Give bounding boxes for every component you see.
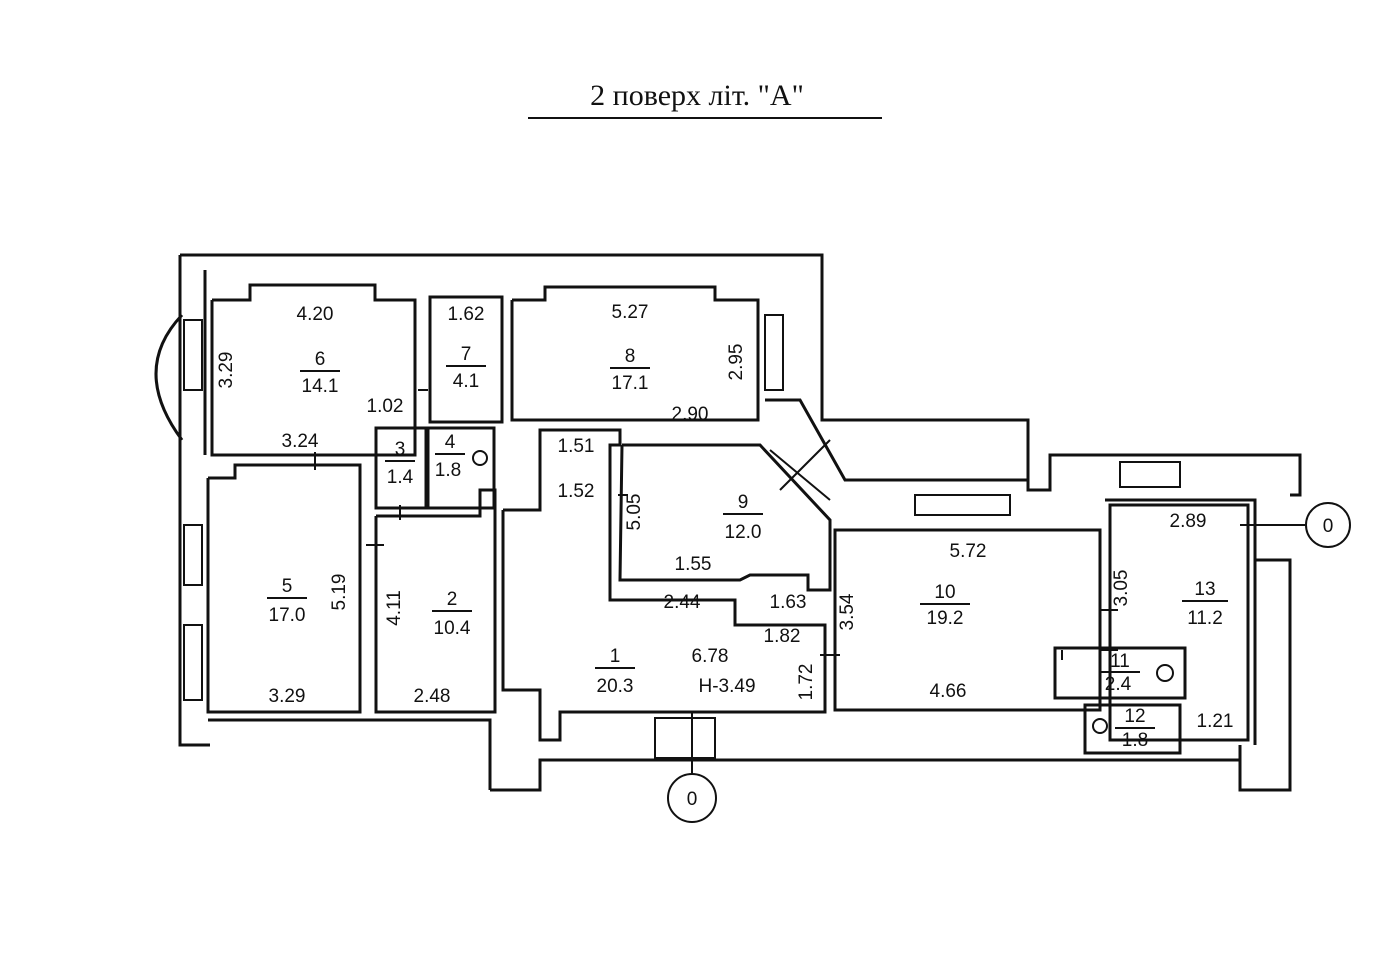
room-11-number: 11 xyxy=(1110,651,1130,672)
room-2-dim-depth: 4.11 xyxy=(384,590,405,626)
room-13-area: 11.2 xyxy=(1187,608,1223,629)
room-2-number: 2 xyxy=(447,589,458,610)
room-13-dim-bottom: 1.21 xyxy=(1197,711,1234,732)
room-10-number: 10 xyxy=(934,582,955,603)
room-6-dim-depth: 3.29 xyxy=(216,352,237,389)
room-8-dim-depth: 2.95 xyxy=(726,344,747,381)
axis-marker-right xyxy=(1305,502,1351,548)
room-5-dim-depth: 5.19 xyxy=(329,574,350,611)
room-13-dim-width: 2.89 xyxy=(1170,511,1207,532)
room-9-dim-bottom: 1.55 xyxy=(675,554,712,575)
room-1-dim-depth: 1.72 xyxy=(796,664,817,701)
room-2-dim-width: 2.48 xyxy=(414,686,451,707)
outer-walls xyxy=(178,253,1302,792)
corridor-diagonal xyxy=(765,398,1028,501)
room-12-number: 12 xyxy=(1124,706,1145,727)
room-6-dim-door: 1.02 xyxy=(367,396,404,417)
room-9-area: 12.0 xyxy=(725,522,762,543)
room-labels: 4.20 3.29 6 14.1 3.24 1.02 1.62 7 4.1 5.… xyxy=(216,302,1233,751)
room-7-dim: 1.62 xyxy=(448,304,485,325)
plan-title: 2 поверх літ. "А" xyxy=(590,79,804,112)
room-11-fixture-icon xyxy=(1156,664,1174,682)
room-4-fixture-icon xyxy=(472,450,488,466)
room-13-number: 13 xyxy=(1194,579,1215,600)
room-9-dim-door-b: 1.52 xyxy=(558,481,595,502)
room-1-dim-b: 1.63 xyxy=(770,592,807,613)
room-10-dim-depth: 3.54 xyxy=(837,593,858,630)
room-13-dim-depth: 3.05 xyxy=(1111,570,1132,607)
room-8-area: 17.1 xyxy=(612,373,649,394)
room-10-dim-bottom: 4.66 xyxy=(930,681,967,702)
axis-marker-bottom-label: 0 xyxy=(687,789,698,810)
room-10-area: 19.2 xyxy=(927,608,964,629)
room-3-area: 1.4 xyxy=(387,467,414,488)
room-9-dim-depth: 5.05 xyxy=(624,494,645,531)
room-4-number: 4 xyxy=(445,432,456,453)
room-11-area: 2.4 xyxy=(1105,674,1132,695)
room-8-number: 8 xyxy=(625,346,636,367)
axis-marker-right-label: 0 xyxy=(1323,516,1334,537)
room-4-area: 1.8 xyxy=(435,460,461,481)
room-9-dim-top: 2.90 xyxy=(672,404,709,425)
room-12-area: 1.8 xyxy=(1122,730,1148,751)
room-8-dim-width: 5.27 xyxy=(612,302,649,323)
room-9-number: 9 xyxy=(738,492,749,513)
axis-marker-bottom xyxy=(667,773,717,823)
room-6-area: 14.1 xyxy=(302,376,339,397)
room-1-number: 1 xyxy=(610,646,621,667)
room-5-number: 5 xyxy=(282,576,293,597)
room-1-area: 20.3 xyxy=(597,676,634,697)
room-1-dim-width: 6.78 xyxy=(692,646,729,667)
room-1-dim-c: 1.82 xyxy=(764,626,801,647)
balcony-arc xyxy=(154,313,184,441)
room-7-area: 4.1 xyxy=(453,371,479,392)
room-1-dim-a: 2.44 xyxy=(664,592,701,613)
room-2-area: 10.4 xyxy=(434,618,471,639)
windows xyxy=(183,314,1181,759)
room-6-number: 6 xyxy=(315,349,326,370)
room-10-dim-width: 5.72 xyxy=(950,541,987,562)
room-12-fixture-icon xyxy=(1092,718,1108,734)
room-6-dim-bottom: 3.24 xyxy=(282,431,319,452)
room-6-dim-width: 4.20 xyxy=(297,304,334,325)
door-marks xyxy=(314,389,1118,660)
room-3-number: 3 xyxy=(395,439,406,460)
room-9-dim-door-a: 1.51 xyxy=(558,436,595,457)
room-1-height: H-3.49 xyxy=(698,676,755,697)
room-5-area: 17.0 xyxy=(269,605,306,626)
room-5-dim-width: 3.29 xyxy=(269,686,306,707)
room-7-number: 7 xyxy=(461,344,472,365)
